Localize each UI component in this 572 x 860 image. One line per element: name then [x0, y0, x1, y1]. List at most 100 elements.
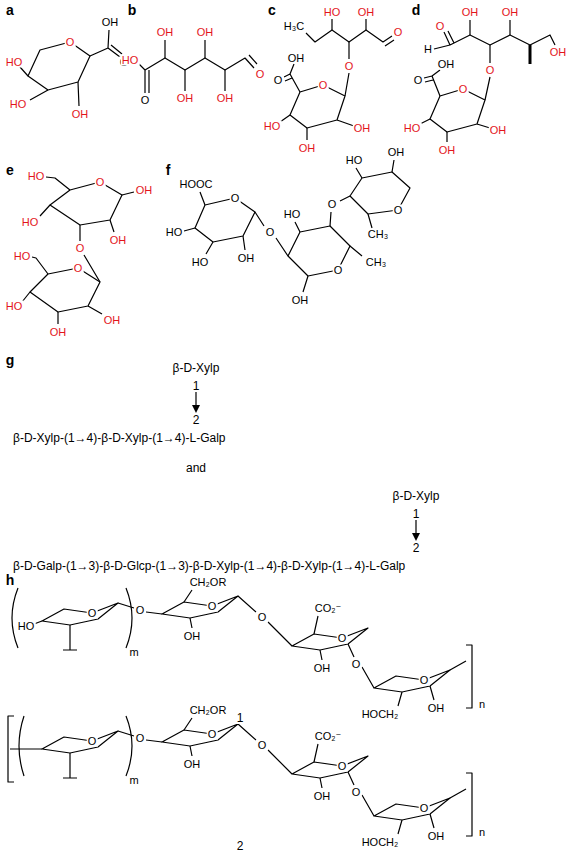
molecule-d [420, 20, 555, 142]
atom-label: O [435, 21, 446, 32]
atom-label: OH [237, 253, 256, 264]
atom-label: HO [9, 99, 28, 110]
atom-label: H₃C [283, 21, 305, 32]
atom-label: HOCH₂ [361, 837, 400, 848]
panel-letter: d [411, 3, 422, 17]
atom-label: m [128, 775, 139, 786]
atom-label: O [337, 633, 348, 644]
atom-label: OH [437, 59, 456, 70]
molecule-b [139, 40, 257, 93]
atom-label: O [344, 61, 355, 72]
atom-label: O [333, 265, 344, 276]
atom-label: O [140, 95, 151, 106]
panel-letter: e [5, 163, 15, 177]
atom-label: OH [291, 295, 310, 306]
atom-label: OH [501, 7, 520, 18]
atom-label: HOOC [179, 179, 214, 190]
atom-label: O [207, 729, 218, 740]
sequence-text: and [185, 462, 207, 474]
atom-label: OH [183, 631, 202, 642]
atom-label: O [351, 659, 362, 670]
atom-label: CO₂⁻ [314, 603, 343, 614]
panel-letter: h [5, 573, 16, 587]
atom-label: OH [427, 703, 446, 714]
atom-label: HO [27, 171, 46, 182]
sequence-text: β-D-Xylp [392, 490, 441, 502]
atom-label: O [485, 65, 496, 76]
atom-label: O [75, 243, 86, 254]
atom-label: OH [156, 27, 175, 38]
atom-label: O [413, 75, 424, 86]
atom-label: O [351, 787, 362, 798]
sequence-text: 2 [236, 840, 245, 852]
atom-label: O [135, 733, 146, 744]
atom-label: OH [109, 235, 128, 246]
atom-label: OH [387, 147, 406, 158]
atom-label: OH [176, 93, 195, 104]
atom-label: OH [103, 315, 122, 326]
atom-label: O [65, 37, 76, 48]
atom-label: O [265, 227, 276, 238]
atom-label: OH [135, 185, 154, 196]
atom-label: OH [298, 143, 317, 154]
atom-label: OH [353, 123, 372, 134]
atom-label: O [393, 205, 404, 216]
atom-label: HO [165, 227, 184, 238]
sequence-text: β-D-Xylp-(1→4)-β-D-Xylp-(1→4)-L-Galp [12, 432, 227, 444]
atom-label: OH [438, 145, 457, 156]
atom-label: CH₃ [365, 257, 387, 268]
molecule-a [20, 30, 122, 106]
atom-label: O [257, 612, 268, 623]
atom-label: OH [183, 759, 202, 770]
atom-label: n [478, 699, 486, 710]
panel-letter: f [165, 163, 172, 177]
atom-label: HO [283, 209, 302, 220]
sequence-text: 2 [192, 414, 201, 426]
atom-label: OH [71, 109, 90, 120]
atom-label: OH [287, 53, 306, 64]
atom-label: HO [13, 251, 32, 262]
panel-letter: a [5, 3, 15, 17]
atom-label: O [87, 736, 98, 747]
atom-label: OH [313, 791, 332, 802]
atom-label: HO [21, 217, 40, 228]
atom-label: OH [196, 27, 215, 38]
atom-label: HO [5, 301, 24, 312]
sequence-text: 1 [412, 508, 421, 520]
polymer-repeat [42, 588, 472, 708]
atom-label: OH [313, 663, 332, 674]
atom-label: O [207, 601, 218, 612]
atom-label: OH [216, 93, 235, 104]
sequence-text: β-D-Xylp [172, 362, 221, 374]
atom-label: O [273, 75, 284, 86]
atom-label: HO [323, 7, 342, 18]
molecule-e [22, 177, 134, 324]
atom-label: CH₂OR [189, 705, 228, 716]
sequence-text: 1 [236, 712, 245, 724]
atom-label: O [255, 69, 266, 80]
atom-label: n [478, 827, 486, 838]
atom-label: O [337, 761, 348, 772]
atom-label: HO [5, 57, 24, 68]
panel-letter: b [127, 3, 138, 17]
atom-label: HO [345, 155, 364, 166]
panel-letter: g [5, 353, 16, 367]
atom-label: OH [357, 7, 376, 18]
atom-label: HO [403, 123, 422, 134]
atom-label: HO [121, 55, 140, 66]
atom-label: m [128, 647, 139, 658]
atom-label: OH [101, 17, 120, 28]
atom-label: CH₂OR [189, 577, 228, 588]
atom-label: CH₃ [367, 229, 389, 240]
atom-label: O [95, 177, 106, 188]
atom-label: O [419, 675, 430, 686]
atom-label: OH [49, 327, 68, 338]
atom-label: O [230, 193, 241, 204]
atom-label: O [87, 608, 98, 619]
atom-label: O [318, 80, 329, 91]
sequence-text: β-D-Galp-(1→3)-β-D-Glcp-(1→3)-β-D-Xylp-(… [12, 560, 406, 572]
molecule-c [280, 19, 394, 140]
atom-label: O [73, 263, 84, 274]
atom-label: O [257, 740, 268, 751]
